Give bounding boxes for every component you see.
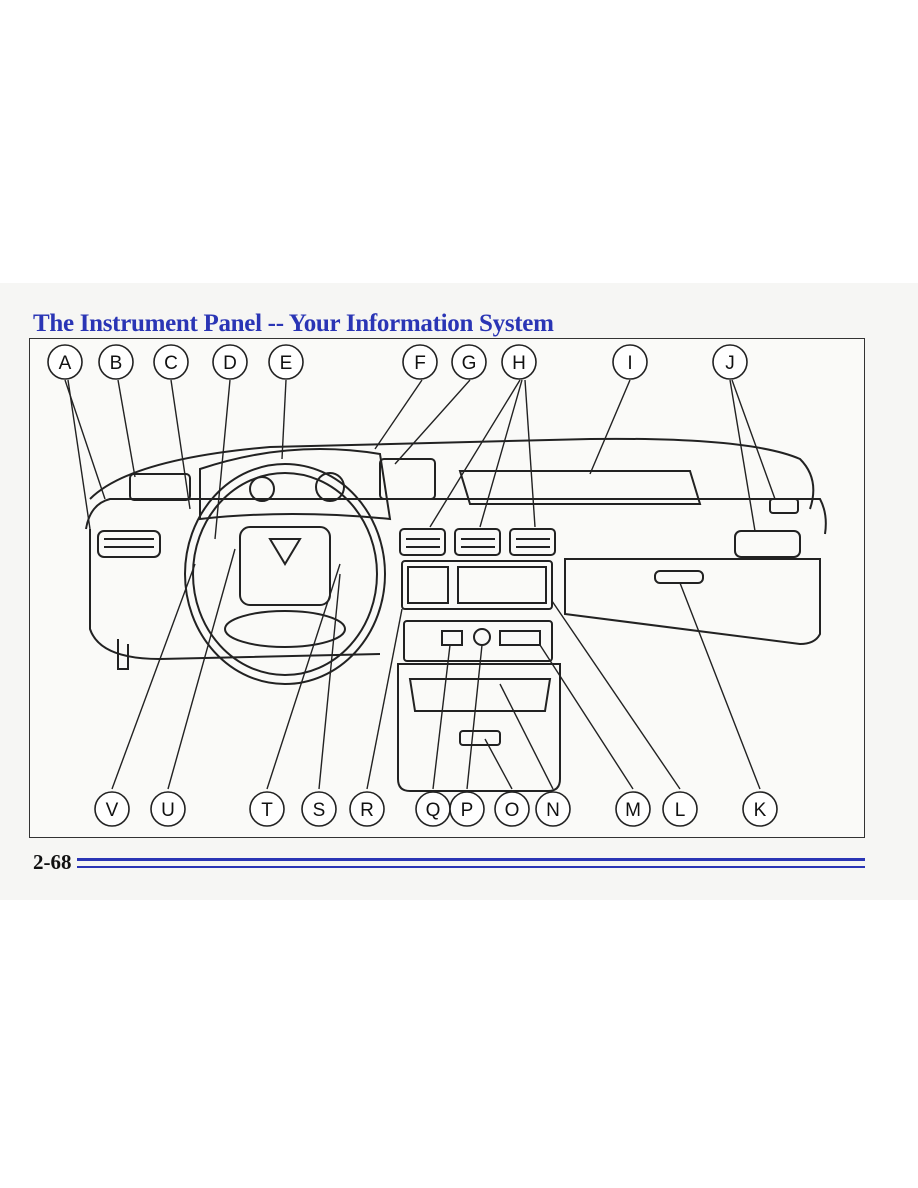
svg-text:C: C	[164, 353, 178, 374]
svg-text:D: D	[223, 353, 237, 374]
page-number: 2-68	[33, 850, 72, 874]
callout-o: O	[494, 791, 530, 827]
callout-p: P	[449, 791, 485, 827]
callout-r: R	[349, 791, 385, 827]
svg-text:E: E	[280, 353, 293, 374]
footer-rule-thick	[77, 858, 865, 861]
callout-v: V	[94, 791, 130, 827]
callout-l: L	[662, 791, 698, 827]
svg-text:H: H	[512, 353, 526, 374]
callout-n: N	[535, 791, 571, 827]
callout-d: D	[212, 344, 248, 380]
svg-text:K: K	[754, 800, 767, 821]
svg-text:T: T	[261, 800, 273, 821]
svg-text:M: M	[625, 800, 641, 821]
callout-h: H	[501, 344, 537, 380]
callout-q: Q	[415, 791, 451, 827]
page-title: The Instrument Panel -- Your Information…	[33, 310, 554, 337]
svg-text:N: N	[546, 800, 560, 821]
svg-text:U: U	[161, 800, 175, 821]
callout-e: E	[268, 344, 304, 380]
svg-text:L: L	[675, 800, 686, 821]
svg-text:Q: Q	[426, 800, 441, 821]
callout-j: J	[712, 344, 748, 380]
svg-text:A: A	[59, 353, 72, 374]
svg-text:V: V	[106, 800, 119, 821]
svg-text:G: G	[462, 353, 477, 374]
callout-b: B	[98, 344, 134, 380]
callout-t: T	[249, 791, 285, 827]
callout-f: F	[402, 344, 438, 380]
callout-s: S	[301, 791, 337, 827]
callout-c: C	[153, 344, 189, 380]
instrument-panel-figure: A B C D E F G H I J V U T S R Q P O N M …	[29, 338, 865, 838]
callout-g: G	[451, 344, 487, 380]
callout-a: A	[47, 344, 83, 380]
svg-text:S: S	[313, 800, 326, 821]
svg-text:O: O	[505, 800, 520, 821]
callout-k: K	[742, 791, 778, 827]
callout-m: M	[615, 791, 651, 827]
callout-u: U	[150, 791, 186, 827]
svg-text:I: I	[627, 353, 632, 374]
svg-text:P: P	[461, 800, 474, 821]
footer-rule-thin	[77, 866, 865, 868]
callout-i: I	[612, 344, 648, 380]
instrument-panel-diagram: A B C D E F G H I J V U T S R Q P O N M …	[47, 344, 827, 827]
svg-text:B: B	[110, 353, 123, 374]
svg-text:F: F	[414, 353, 426, 374]
svg-text:R: R	[360, 800, 374, 821]
svg-text:J: J	[725, 353, 735, 374]
